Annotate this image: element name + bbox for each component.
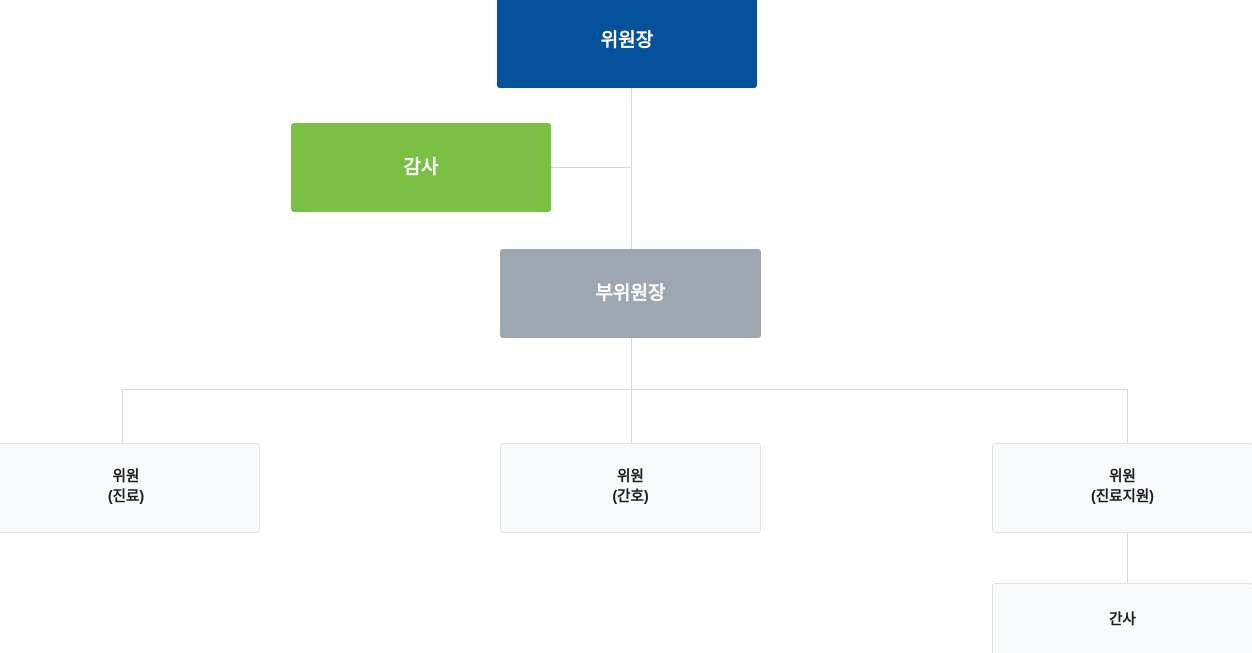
connector-chair-to-vice — [631, 88, 632, 249]
node-auditor[interactable]: 감사 — [291, 123, 551, 212]
node-vice-chairperson[interactable]: 부위원장 — [500, 249, 761, 338]
connector-chair-to-audit — [551, 167, 632, 168]
node-member-medical-support[interactable]: 위원 (진료지원) — [992, 443, 1252, 533]
node-member-medical-label: 위원 (진료) — [107, 469, 145, 505]
connector-bus-to-member3 — [1127, 389, 1128, 444]
connector-member3-to-secretary — [1127, 533, 1128, 584]
node-secretary[interactable]: 간사 — [992, 583, 1252, 653]
node-member-medical-support-label: 위원 (진료지원) — [1090, 469, 1155, 505]
connector-member-bus — [122, 389, 1128, 390]
connector-bus-to-member2 — [631, 389, 632, 444]
node-member-nursing-label: 위원 (간호) — [612, 469, 649, 505]
connector-vice-drop — [631, 338, 632, 390]
node-member-nursing[interactable]: 위원 (간호) — [500, 443, 761, 533]
connector-bus-to-member1 — [122, 389, 123, 444]
node-auditor-label: 감사 — [403, 156, 439, 178]
node-vice-chairperson-label: 부위원장 — [595, 282, 666, 304]
node-chairperson[interactable]: 위원장 — [497, 0, 757, 88]
node-secretary-label: 간사 — [1109, 612, 1136, 629]
node-member-medical[interactable]: 위원 (진료) — [0, 443, 260, 533]
node-chairperson-label: 위원장 — [600, 30, 654, 52]
